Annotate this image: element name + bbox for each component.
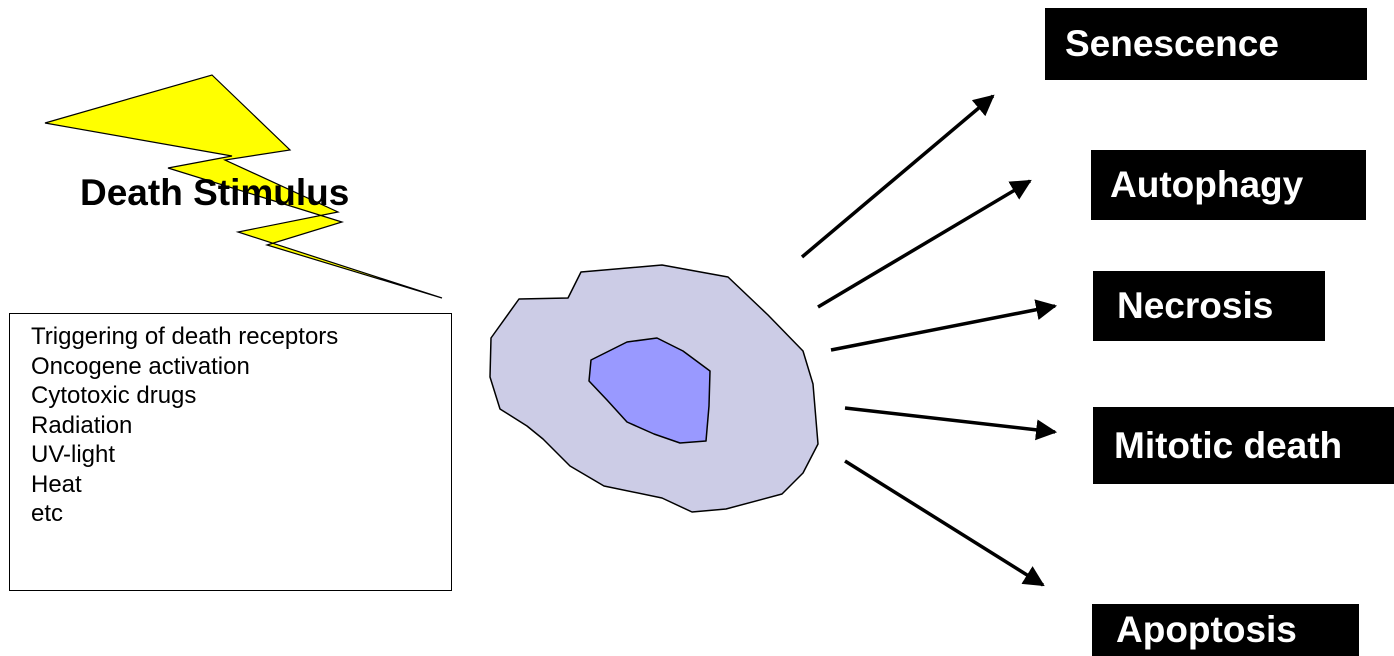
trigger-list-box: Triggering of death receptors Oncogene a…	[9, 313, 452, 591]
arrow-apoptosis	[845, 461, 1043, 585]
trigger-list: Triggering of death receptors Oncogene a…	[31, 322, 451, 529]
trigger-item: Oncogene activation	[31, 352, 451, 382]
outcome-apoptosis: Apoptosis	[1092, 604, 1359, 656]
outcome-senescence: Senescence	[1045, 8, 1367, 80]
trigger-item: Radiation	[31, 411, 451, 441]
arrow-mitotic-death	[845, 408, 1055, 432]
trigger-item: Cytotoxic drugs	[31, 381, 451, 411]
outcome-autophagy: Autophagy	[1091, 150, 1366, 220]
arrow-senescence	[802, 96, 993, 257]
trigger-item: UV-light	[31, 440, 451, 470]
arrow-necrosis	[831, 306, 1055, 350]
outcome-mitotic-death: Mitotic death	[1093, 407, 1394, 484]
death-stimulus-title: Death Stimulus	[80, 172, 349, 214]
trigger-item: etc	[31, 499, 451, 529]
trigger-item: Heat	[31, 470, 451, 500]
outcome-necrosis: Necrosis	[1093, 271, 1325, 341]
arrow-autophagy	[818, 181, 1030, 307]
trigger-item: Triggering of death receptors	[31, 322, 451, 352]
